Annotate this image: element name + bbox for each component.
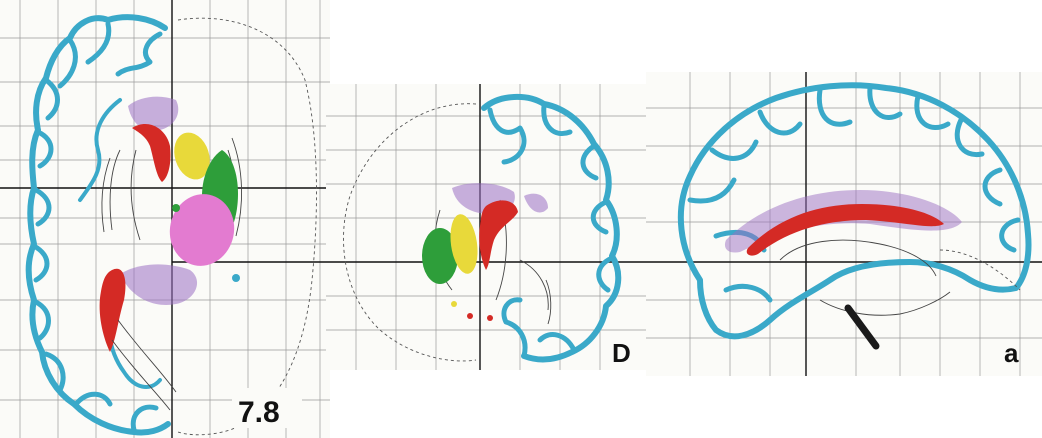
sagittal-panel-label: a [1004,338,1019,368]
coronal-red-dot-1 [467,313,473,319]
sagittal-panel: a [646,72,1042,376]
coronal-panel: D [326,84,646,370]
axial-panel-label: 7.8 [238,396,280,429]
axial-panel: 7.8 [0,0,330,438]
coronal-panel-label: D [612,338,631,368]
coronal-red-dot-2 [487,315,493,321]
axial-small-green-dot [172,204,180,212]
coronal-yellow-dot [451,301,457,307]
sagittal-panel-bg [646,72,1042,376]
axial-small-blue-dot [232,274,240,282]
